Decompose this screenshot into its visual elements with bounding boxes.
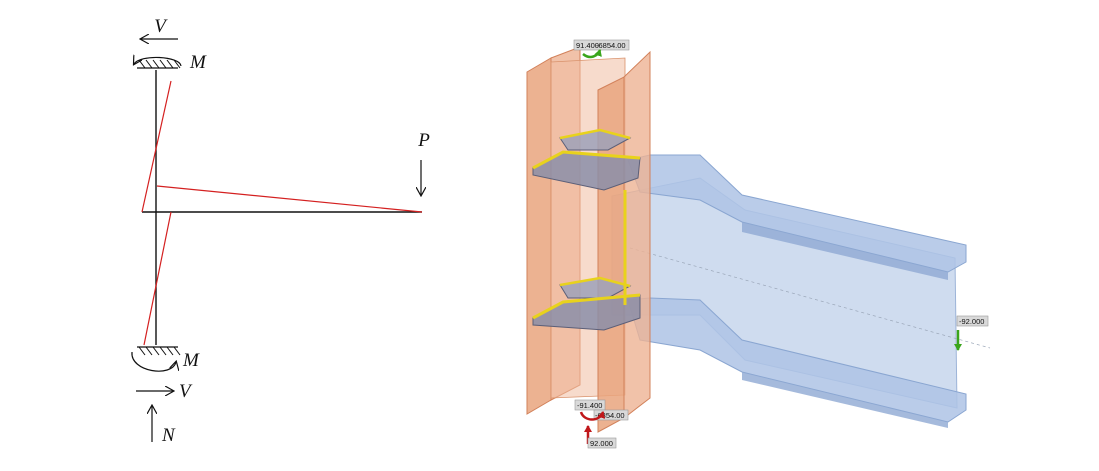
- beam-load-result: -92.000: [954, 315, 989, 351]
- beam-load-value: -92.000: [959, 317, 984, 326]
- deformed-column-top: [141, 80, 172, 213]
- connection-model: 91.400 -6854.00 -91.400 -6854.00 92.000 …: [526, 39, 991, 449]
- top-moment-green-arrow: [582, 49, 602, 59]
- top-shear-value: 91.400: [576, 41, 599, 50]
- axial-label: N: [161, 425, 176, 446]
- upper-plates: [532, 128, 641, 191]
- frame-sketch: V M P M V N: [131, 16, 430, 446]
- beam-member: [611, 154, 991, 428]
- column-member: [526, 46, 651, 433]
- bottom-moment-value: -6854.00: [595, 411, 625, 420]
- bottom-axial-value: 92.000: [590, 439, 613, 448]
- bottom-moment-red-arrow: [579, 411, 606, 421]
- bottom-fixed-support: [137, 346, 181, 356]
- top-moment-label: M: [189, 52, 207, 73]
- bottom-result: -91.400 -6854.00 92.000: [574, 399, 629, 449]
- top-shear-label: V: [154, 16, 168, 37]
- bottom-shear-label: V: [179, 381, 193, 402]
- top-result: 91.400 -6854.00: [573, 39, 630, 59]
- lower-plates: [532, 276, 641, 331]
- bottom-shear-value: -91.400: [577, 401, 602, 410]
- top-moment-arrow: [134, 57, 182, 67]
- load-label: P: [417, 130, 430, 151]
- deformed-column-bottom: [143, 211, 172, 346]
- top-moment-value: -6854.00: [596, 41, 626, 50]
- deformed-beam: [156, 185, 423, 213]
- bottom-moment-arrow: [131, 351, 176, 372]
- bottom-moment-label: M: [182, 350, 200, 371]
- top-fixed-support: [137, 59, 181, 69]
